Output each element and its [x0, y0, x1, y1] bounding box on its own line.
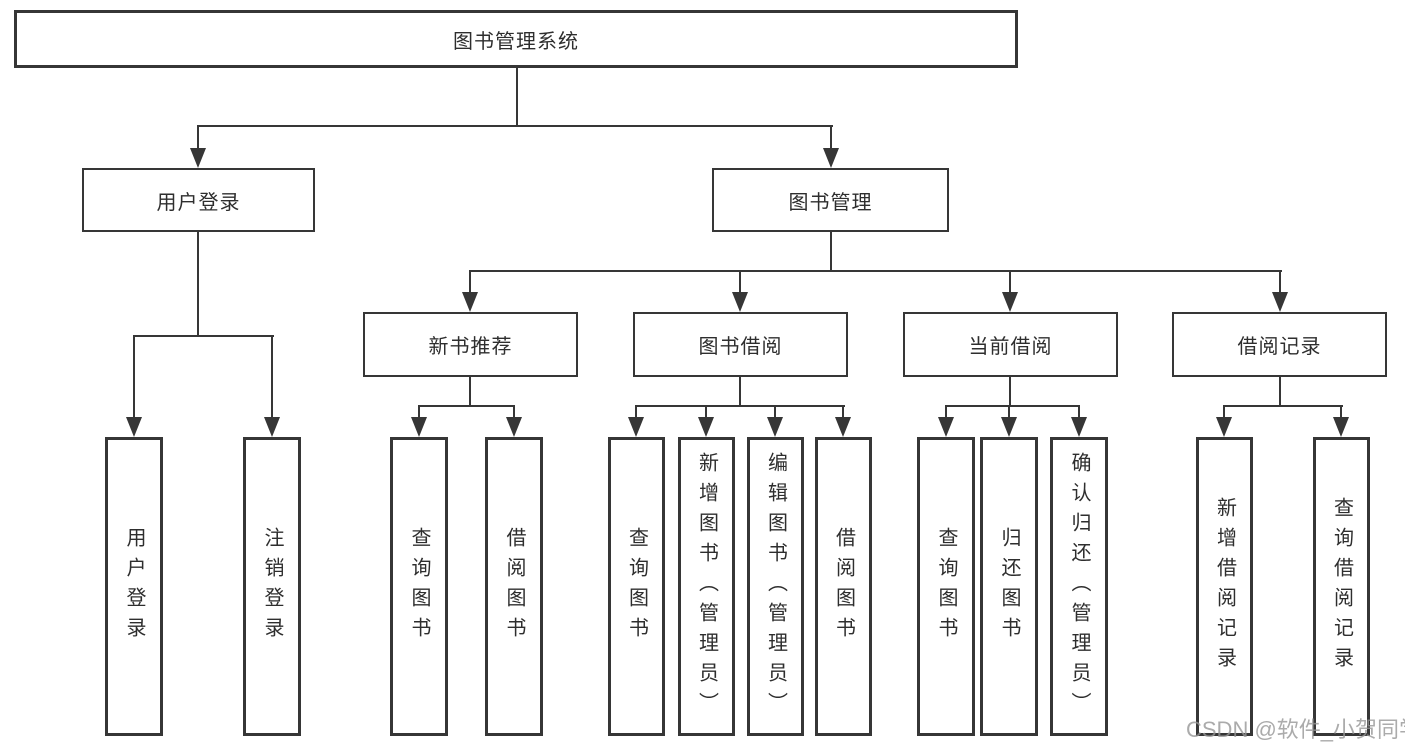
node-label: 新书推荐 [428, 336, 513, 358]
node-label: 当前借阅 [968, 336, 1053, 358]
node-library-management-system: 图书管理系统 [14, 10, 1018, 68]
leaf-label: 新增借阅记录 [1213, 496, 1236, 677]
leaf-label: 查询图书 [935, 526, 957, 647]
leaf-label: 编辑图书（管理员） [764, 451, 787, 722]
leaf-confirm-return-admin: 确认归还（管理员） [1050, 437, 1108, 736]
arrow-to-current-borrow [1002, 270, 1018, 312]
arrow-to-user-login [190, 125, 206, 168]
connector-new-book-stub [469, 377, 471, 407]
node-label: 用户登录 [156, 191, 241, 214]
leaf-label: 注销登录 [261, 526, 283, 647]
leaf-label: 查询借阅记录 [1330, 496, 1353, 677]
connector-user-login-branch [133, 335, 274, 337]
leaf-borrow-books-1: 借阅图书 [485, 437, 543, 736]
connector-book-borrow-branch [635, 405, 845, 407]
arrow-to-leaf-edit-books [767, 405, 783, 437]
node-label: 图书借阅 [698, 336, 783, 358]
connector-current-borrow-stub [1009, 377, 1011, 407]
connector-borrow-records-stub [1279, 377, 1281, 407]
arrow-to-leaf-confirm-return [1071, 405, 1087, 437]
node-new-book-recommend: 新书推荐 [363, 312, 578, 377]
arrow-to-leaf-query-books-3 [938, 405, 954, 437]
leaf-label: 用户登录 [123, 526, 145, 647]
leaf-return-books: 归还图书 [980, 437, 1038, 736]
connector-root-stub [516, 68, 518, 126]
leaf-label: 借阅图书 [832, 526, 855, 647]
arrow-to-leaf-user-login [126, 335, 142, 437]
leaf-add-borrow-record: 新增借阅记录 [1196, 437, 1253, 736]
arrow-to-new-book-recommend [462, 270, 478, 312]
leaf-label: 借阅图书 [503, 526, 525, 647]
connector-new-book-branch [418, 405, 515, 407]
connector-book-borrow-stub [739, 377, 741, 407]
leaf-query-books-1: 查询图书 [390, 437, 448, 736]
node-borrow-records: 借阅记录 [1172, 312, 1387, 377]
arrow-to-leaf-borrow-books-1 [506, 405, 522, 437]
connector-level2-branch [197, 125, 833, 127]
connector-user-login-stub [197, 232, 199, 337]
connector-level3-branch [469, 270, 1282, 272]
arrow-to-leaf-add-borrow-record [1216, 405, 1232, 437]
arrow-to-leaf-logout [264, 335, 280, 437]
leaf-query-books-2: 查询图书 [608, 437, 665, 736]
leaf-add-books-admin: 新增图书（管理员） [678, 437, 735, 736]
node-label: 图书管理系统 [453, 30, 579, 53]
arrow-to-leaf-borrow-books-2 [835, 405, 851, 437]
arrow-to-book-borrow [732, 270, 748, 312]
leaf-label: 归还图书 [998, 526, 1020, 647]
leaf-logout: 注销登录 [243, 437, 301, 736]
leaf-query-books-3: 查询图书 [917, 437, 975, 736]
arrow-to-leaf-query-books-2 [628, 405, 644, 437]
node-user-login: 用户登录 [82, 168, 315, 232]
leaf-label: 查询图书 [408, 526, 430, 647]
leaf-label: 新增图书（管理员） [695, 451, 718, 722]
connector-current-borrow-branch [945, 405, 1080, 407]
arrow-to-book-management [823, 125, 839, 168]
csdn-watermark: CSDN @软件_小贺同学 [1186, 717, 1405, 742]
leaf-label: 确认归还（管理员） [1068, 451, 1090, 722]
leaf-borrow-books-2: 借阅图书 [815, 437, 872, 736]
connector-borrow-records-branch [1223, 405, 1343, 407]
node-book-borrow: 图书借阅 [633, 312, 848, 377]
leaf-query-borrow-record: 查询借阅记录 [1313, 437, 1370, 736]
node-current-borrow: 当前借阅 [903, 312, 1118, 377]
leaf-label: 查询图书 [625, 526, 648, 647]
arrow-to-borrow-records [1272, 270, 1288, 312]
node-book-management: 图书管理 [712, 168, 949, 232]
arrow-to-leaf-return-books [1001, 405, 1017, 437]
leaf-edit-books-admin: 编辑图书（管理员） [747, 437, 804, 736]
node-label: 图书管理 [788, 191, 873, 214]
node-label: 借阅记录 [1237, 336, 1322, 358]
arrow-to-leaf-add-books [698, 405, 714, 437]
leaf-user-login: 用户登录 [105, 437, 163, 736]
arrow-to-leaf-query-borrow-record [1333, 405, 1349, 437]
arrow-to-leaf-query-books-1 [411, 405, 427, 437]
connector-book-management-stub [830, 232, 832, 272]
